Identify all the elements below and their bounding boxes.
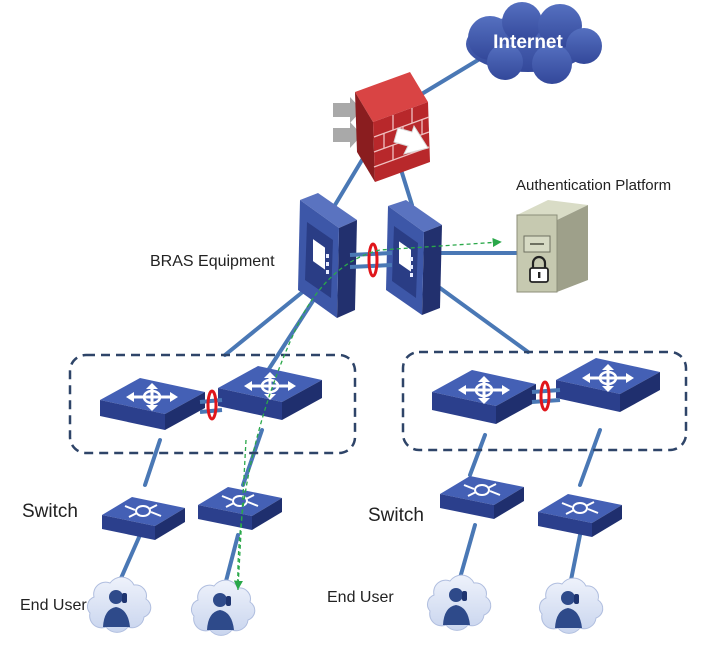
access-switch-icon bbox=[538, 494, 622, 537]
end-user-label-right: End User bbox=[327, 589, 394, 606]
access-switch-1 bbox=[102, 497, 185, 540]
end-user-2 bbox=[190, 579, 256, 636]
user-icon bbox=[538, 577, 604, 634]
bras-router-icon bbox=[298, 193, 357, 318]
core-switch-icon bbox=[432, 370, 536, 424]
core-switch-pair-left bbox=[100, 366, 322, 430]
core-switch-right-1 bbox=[432, 370, 536, 424]
link-firewall-internet bbox=[418, 58, 480, 97]
core-group-left bbox=[68, 353, 357, 455]
core-switch-left-1 bbox=[100, 378, 205, 430]
link-aggregation-ring bbox=[367, 242, 379, 278]
end-user-4 bbox=[538, 577, 604, 634]
end-users: End User End User bbox=[20, 574, 604, 636]
access-switch-4 bbox=[538, 494, 622, 537]
link-firewall-bras-left bbox=[333, 158, 364, 207]
end-user-1 bbox=[86, 576, 152, 633]
access-switch-3 bbox=[440, 476, 524, 519]
access-switch-icon bbox=[440, 476, 524, 519]
link-core-left-access1 bbox=[143, 438, 162, 487]
link-aggregation-ring bbox=[539, 380, 551, 412]
bras-router-icon bbox=[386, 200, 442, 315]
link-access-user2 bbox=[223, 533, 240, 587]
user-icon bbox=[190, 579, 256, 636]
access-switch-icon bbox=[102, 497, 185, 540]
end-user-3 bbox=[426, 574, 492, 631]
bras-label: BRAS Equipment bbox=[150, 253, 275, 270]
end-user-label-left: End User bbox=[20, 597, 87, 614]
link-bras-right-core bbox=[438, 286, 530, 354]
core-switch-right-2 bbox=[556, 358, 660, 412]
core-switch-icon bbox=[100, 378, 205, 430]
link-core-right-access1 bbox=[468, 433, 487, 477]
switch-label-left: Switch bbox=[22, 501, 78, 522]
link-bras-left-core bbox=[223, 288, 307, 357]
core-group-right bbox=[401, 350, 688, 452]
cloud-icon bbox=[466, 2, 602, 84]
internet-cloud: Internet bbox=[466, 2, 602, 84]
user-icon bbox=[86, 576, 152, 633]
firewall-icon bbox=[333, 72, 430, 182]
auth-trace-down bbox=[233, 439, 247, 590]
switch-label-right: Switch bbox=[368, 505, 424, 526]
bras-router-right bbox=[386, 200, 442, 315]
core-switch-left-2 bbox=[218, 366, 322, 420]
access-switch-icon bbox=[198, 487, 282, 530]
access-switches: Switch Switch bbox=[22, 476, 622, 540]
auth-platform-label: Authentication Platform bbox=[516, 177, 671, 194]
user-icon bbox=[426, 574, 492, 631]
server-lock-icon bbox=[516, 200, 588, 293]
link-access-user4 bbox=[568, 533, 582, 587]
authentication-server: Authentication Platform bbox=[516, 177, 671, 293]
access-switch-2 bbox=[198, 487, 282, 530]
core-switch-pair-right bbox=[432, 358, 660, 424]
core-switch-icon bbox=[556, 358, 660, 412]
firewall bbox=[333, 72, 430, 182]
core-switch-icon bbox=[218, 366, 322, 420]
link-core-right-access2 bbox=[578, 428, 602, 487]
internet-label: Internet bbox=[493, 32, 563, 53]
bras-router-left bbox=[298, 193, 357, 318]
link-aggregation-ring bbox=[206, 389, 218, 421]
link-bras-left-core2 bbox=[263, 288, 322, 377]
